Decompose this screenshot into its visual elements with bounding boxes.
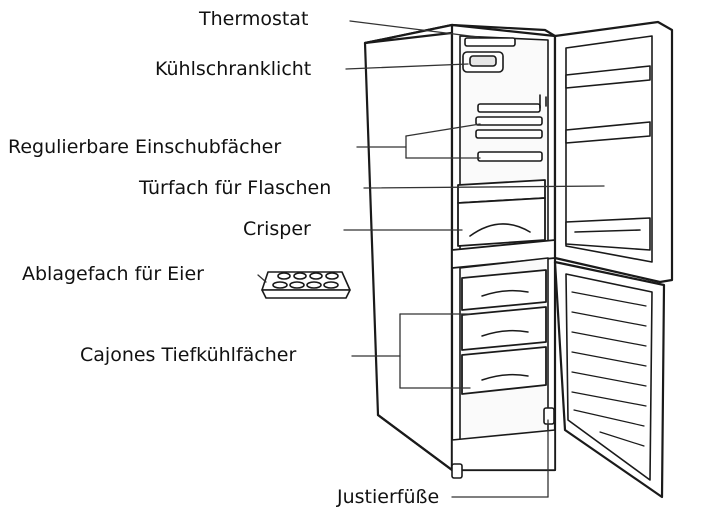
label-adjustable-shelves: Regulierbare Einschubfächer bbox=[8, 136, 282, 158]
adjustable-feet bbox=[451, 407, 555, 479]
egg-tray bbox=[261, 271, 351, 299]
label-freezer-drawers: Cajones Tiefkühlfächer bbox=[80, 344, 297, 366]
label-fridge-light: Kühlschranklicht bbox=[155, 58, 312, 80]
cabinet-side-panel bbox=[363, 23, 454, 472]
leader-thermostat bbox=[349, 20, 479, 38]
cabinet-top-panel bbox=[363, 23, 557, 45]
leader-bottle-rack bbox=[363, 185, 605, 189]
leader-shelves-c bbox=[405, 123, 481, 137]
label-crisper: Crisper bbox=[243, 218, 311, 240]
adjustable-shelves bbox=[475, 94, 547, 162]
freezer-door-ridges bbox=[571, 291, 647, 447]
label-thermostat: Thermostat bbox=[199, 8, 309, 30]
door-bottle-rack bbox=[565, 65, 651, 251]
fridge-cabinet bbox=[363, 23, 557, 472]
fridge-door-inner bbox=[565, 35, 653, 263]
leader-fridge-light bbox=[345, 63, 469, 70]
fridge-door bbox=[553, 20, 674, 284]
crisper-drawer bbox=[457, 179, 546, 247]
label-adjustable-feet: Justierfüße bbox=[337, 486, 440, 508]
label-egg-tray: Ablagefach für Eier bbox=[22, 263, 204, 285]
leader-egg-tray bbox=[257, 274, 267, 283]
freezer-drawers bbox=[461, 269, 547, 395]
freezer-door bbox=[553, 260, 666, 499]
thermostat-housing bbox=[462, 37, 516, 73]
leader-lines bbox=[257, 20, 605, 498]
freezer-door-inner bbox=[565, 273, 653, 481]
cabinet-plinth bbox=[451, 429, 556, 471]
label-bottle-rack: Türfach für Flaschen bbox=[139, 177, 332, 199]
